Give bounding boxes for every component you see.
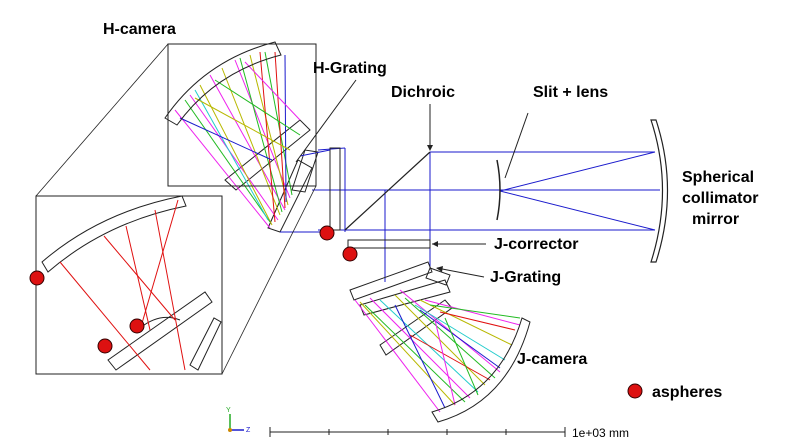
dichroic-element [344, 151, 431, 231]
asphere-marker [29, 270, 45, 286]
asphere-marker [97, 338, 113, 354]
slit-lens [496, 159, 501, 221]
collimator-label-line3: mirror [692, 211, 739, 228]
axis-triad-y: Y [226, 407, 231, 414]
axis-triad-z: Z [246, 427, 251, 434]
collimator-label-line1: Spherical [682, 169, 754, 186]
asphere-marker [319, 225, 335, 241]
dichroic-label: Dichroic [391, 84, 455, 101]
slit-lens-pointer [504, 112, 529, 179]
j-camera-assembly [349, 261, 531, 423]
slit-lens-label: Slit + lens [533, 84, 608, 101]
h-camera-inset-frame [167, 43, 317, 187]
legend-asphere-marker [627, 383, 643, 399]
j-grating-label: J-Grating [490, 269, 561, 286]
j-grating-pointer [436, 267, 485, 278]
h-grating-pointer [295, 79, 357, 163]
scale-bar [269, 427, 566, 437]
j-corrector-label: J-corrector [494, 236, 578, 253]
h-corrector-plate [329, 147, 341, 231]
asphere-marker [342, 246, 358, 262]
zoom-inset [35, 43, 317, 375]
collimator-label-line2: collimator [682, 190, 758, 207]
h-grating-label: H-Grating [313, 60, 387, 77]
legend-aspheres-label: aspheres [652, 384, 722, 401]
h-camera-assembly [164, 41, 331, 233]
scale-bar-label: 1e+03 mm [572, 426, 629, 440]
j-corrector-arrowhead [432, 241, 438, 247]
collimator-beam [312, 147, 660, 282]
asphere-marker [129, 318, 145, 334]
j-camera-label: J-camera [517, 351, 587, 368]
dichroic-arrowhead [427, 145, 433, 151]
h-camera-label: H-camera [103, 21, 176, 38]
j-grating-arrowhead [436, 266, 443, 272]
axis-triad-icon: Y Z [226, 407, 251, 434]
j-corrector-element [347, 239, 431, 249]
collimator-mirror [650, 119, 669, 263]
asphere-markers [29, 225, 643, 399]
